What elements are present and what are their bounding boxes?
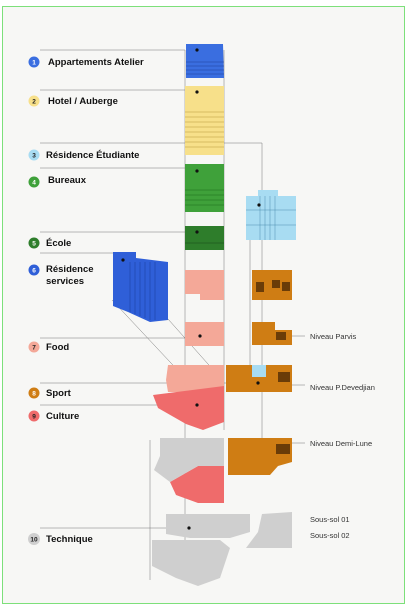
stack-residence-services bbox=[113, 252, 168, 322]
stack-residence-etudiante bbox=[246, 190, 296, 240]
svg-text:services: services bbox=[46, 276, 84, 287]
level-sous-sol-02: Sous-sol 02 bbox=[310, 531, 350, 540]
svg-text:Appartements Atelier: Appartements Atelier bbox=[48, 57, 144, 68]
stack-food bbox=[166, 270, 224, 392]
svg-text:6: 6 bbox=[32, 268, 36, 275]
svg-text:Hotel / Auberge: Hotel / Auberge bbox=[48, 96, 118, 107]
stack-appartements bbox=[186, 44, 224, 78]
svg-text:7: 7 bbox=[32, 345, 36, 352]
legend-item-6: 6 Résidence services bbox=[28, 264, 94, 287]
legend-item-8: 8 Sport bbox=[28, 387, 72, 399]
svg-text:2: 2 bbox=[32, 99, 36, 106]
legend-item-3: 3 Résidence Étudiante bbox=[28, 149, 139, 161]
svg-text:Bureaux: Bureaux bbox=[48, 175, 87, 186]
stack-technique bbox=[152, 438, 292, 586]
stack-culture bbox=[153, 386, 224, 503]
svg-text:École: École bbox=[46, 238, 71, 249]
legend-item-1: 1 Appartements Atelier bbox=[28, 56, 144, 68]
svg-text:Sport: Sport bbox=[46, 388, 72, 399]
svg-text:Food: Food bbox=[46, 342, 69, 353]
stack-bureaux bbox=[185, 164, 224, 212]
stack-hotel bbox=[185, 86, 224, 155]
svg-text:4: 4 bbox=[32, 180, 36, 187]
stack-sport bbox=[226, 270, 292, 475]
residence-etudiante-base bbox=[252, 365, 266, 377]
svg-text:Résidence Étudiante: Résidence Étudiante bbox=[46, 150, 139, 161]
legend-item-10: 10 Technique bbox=[28, 533, 93, 545]
svg-text:5: 5 bbox=[32, 241, 36, 248]
legend-item-7: 7 Food bbox=[28, 341, 69, 353]
legend-item-4: 4 Bureaux bbox=[28, 175, 87, 188]
level-devedjian: Niveau P.Devedjian bbox=[310, 383, 375, 392]
legend-item-9: 9 Culture bbox=[28, 410, 79, 422]
level-sous-sol-01: Sous-sol 01 bbox=[310, 515, 350, 524]
level-parvis: Niveau Parvis bbox=[310, 332, 357, 341]
svg-text:9: 9 bbox=[32, 414, 36, 421]
svg-text:3: 3 bbox=[32, 153, 36, 160]
svg-text:1: 1 bbox=[32, 60, 36, 67]
svg-text:Résidence: Résidence bbox=[46, 264, 94, 275]
svg-text:Culture: Culture bbox=[46, 411, 79, 422]
legend-item-5: 5 École bbox=[28, 237, 71, 249]
stack-ecole bbox=[185, 226, 224, 250]
level-demi-lune: Niveau Demi-Lune bbox=[310, 439, 372, 448]
svg-text:10: 10 bbox=[30, 537, 38, 544]
svg-text:8: 8 bbox=[32, 391, 36, 398]
legend-item-2: 2 Hotel / Auberge bbox=[28, 95, 118, 107]
svg-text:Technique: Technique bbox=[46, 534, 93, 545]
